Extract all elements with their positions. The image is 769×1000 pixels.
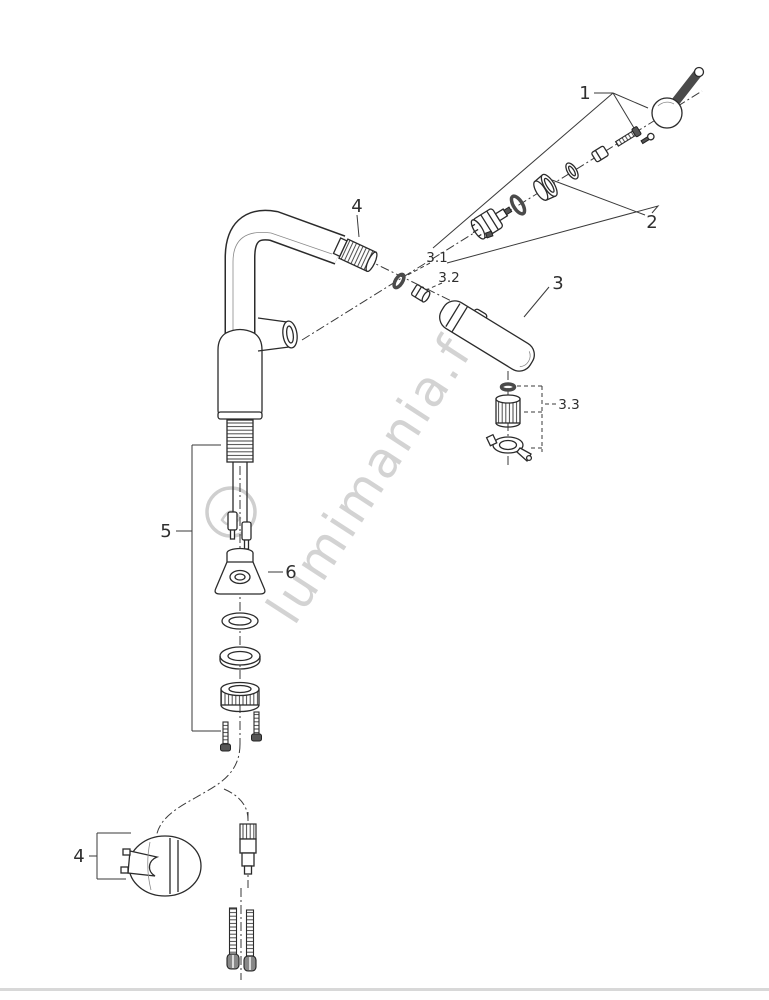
cartridge-sleeve [591,145,609,163]
hose-weight [120,835,202,897]
leader-lines [89,92,660,880]
callout-3: 3 [552,273,563,294]
mounting-bracket-triangle [214,547,266,595]
callout-5: 5 [160,521,171,542]
cartridge-oring [509,194,527,216]
watermark-text: lumimania.fr [255,305,496,633]
aerator [332,237,378,273]
spray-hose-connector [239,823,257,875]
cartridge [470,206,513,240]
fixing-screw-right [251,711,262,742]
handle-pin [640,132,655,145]
washer-thick [219,646,261,670]
handle-screw [614,126,642,147]
faucet-body [217,209,346,550]
callout-4-weight: 4 [73,846,84,867]
page-bottom-rule [0,988,769,991]
washer-thin [221,612,259,630]
fixing-screw-left [220,721,231,752]
hose-guide-curves [155,743,249,841]
ring-spacer [565,162,579,180]
callout-3-2: 3.2 [438,270,459,286]
callout-labels: 1 2 3 3.1 3.2 3.3 4 5 6 4 [73,83,657,867]
handle-lever [651,66,705,129]
spray-head-oring [392,272,406,290]
callout-4-aerator: 4 [351,196,362,217]
mounting-bolt-left [226,907,240,970]
coupling-sleeve [495,394,521,428]
callout-3-3: 3.3 [558,397,579,413]
callout-1: 1 [579,83,590,104]
callout-3-1: 3.1 [426,250,447,266]
callout-2: 2 [646,212,657,233]
spray-head [439,300,535,372]
cartridge-cap [533,173,558,201]
coupling-clip [485,433,533,463]
coupling-oring [499,382,517,392]
callout-6: 6 [285,562,296,583]
mounting-nut [220,681,260,713]
mounting-bolt-right [243,909,257,972]
spray-head-adapter [410,284,431,303]
